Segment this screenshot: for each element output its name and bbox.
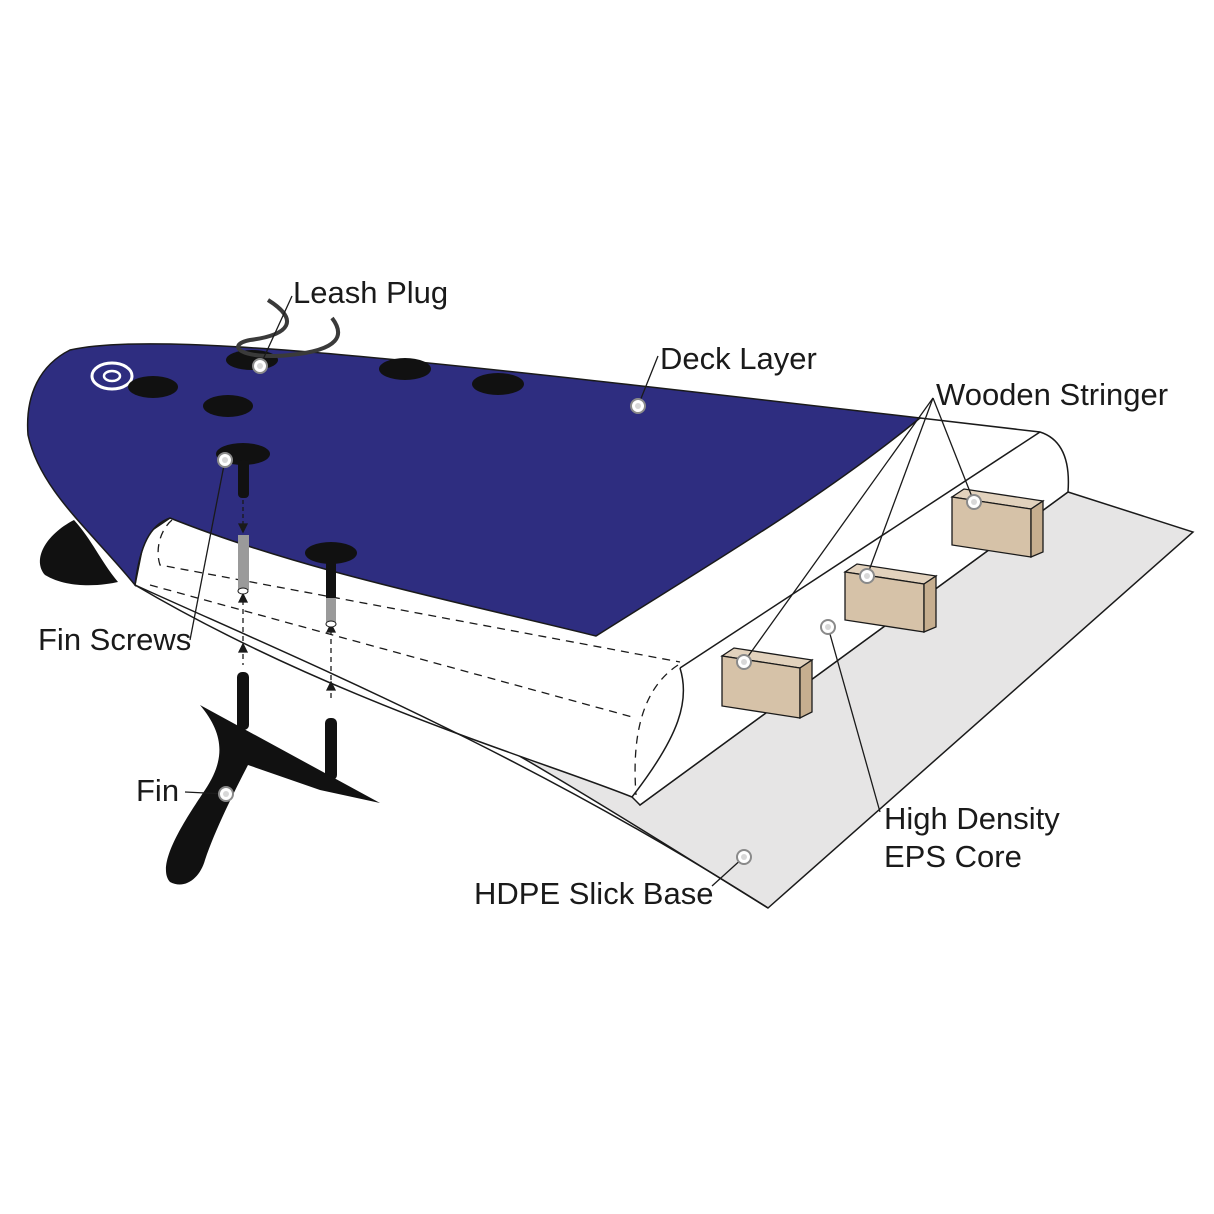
callout-dot-icon bbox=[820, 619, 836, 635]
deck-layer bbox=[26, 343, 922, 637]
leader-deck-layer bbox=[637, 355, 659, 407]
fin-box-insert bbox=[238, 535, 249, 590]
leader-stringer-1 bbox=[743, 397, 934, 663]
deck-plug bbox=[472, 373, 524, 395]
label-core-line2: EPS Core bbox=[884, 839, 1022, 874]
hidden-edge-top bbox=[157, 519, 681, 663]
screw-hole bbox=[325, 620, 337, 628]
leader-leash-plug bbox=[259, 295, 293, 367]
core-bottom-line bbox=[134, 584, 769, 909]
callout-dot-icon bbox=[218, 786, 234, 802]
fin bbox=[165, 672, 380, 885]
callout-dot-icon bbox=[630, 398, 646, 414]
wooden-stringer bbox=[720, 647, 814, 720]
screw-hole bbox=[237, 587, 249, 595]
label-core-line1: High Density bbox=[884, 801, 1060, 836]
callout-dot-icon bbox=[217, 452, 233, 468]
fin-screw-shaft bbox=[326, 560, 336, 598]
label-fin-screws: Fin Screws bbox=[38, 622, 191, 657]
leader-stringer-3 bbox=[932, 397, 975, 503]
wooden-stringer bbox=[950, 488, 1045, 558]
core-top-edge bbox=[679, 431, 1041, 669]
label-deck-layer: Deck Layer bbox=[660, 341, 817, 376]
label-slick-base: HDPE Slick Base bbox=[474, 876, 713, 911]
label-fin: Fin bbox=[136, 773, 179, 808]
callout-dot-icon bbox=[859, 568, 875, 584]
wooden-stringer bbox=[843, 563, 938, 633]
rear-fin bbox=[39, 520, 118, 586]
fin-box-insert bbox=[326, 598, 336, 622]
deck-plug bbox=[128, 376, 178, 398]
deck-plug bbox=[379, 358, 431, 380]
leash-string bbox=[236, 298, 341, 358]
label-leash-plug: Leash Plug bbox=[293, 275, 448, 310]
brand-logo-icon bbox=[90, 361, 134, 391]
callout-dot-icon bbox=[252, 358, 268, 374]
core-rounded-edge bbox=[631, 667, 685, 798]
fin-screw-head bbox=[305, 542, 357, 564]
leader-stringer-2 bbox=[866, 397, 934, 577]
leader-fin-screws bbox=[189, 459, 226, 641]
leader-core bbox=[827, 626, 881, 813]
callout-dot-icon bbox=[736, 654, 752, 670]
hidden-edge-corner bbox=[634, 664, 679, 796]
callout-dot-icon bbox=[966, 494, 982, 510]
assembly-arrows bbox=[237, 500, 337, 700]
label-wooden-stringer: Wooden Stringer bbox=[936, 377, 1168, 412]
callout-dot-icon bbox=[736, 849, 752, 865]
fin-screw-shaft bbox=[238, 460, 249, 498]
deck-plug bbox=[203, 395, 253, 417]
